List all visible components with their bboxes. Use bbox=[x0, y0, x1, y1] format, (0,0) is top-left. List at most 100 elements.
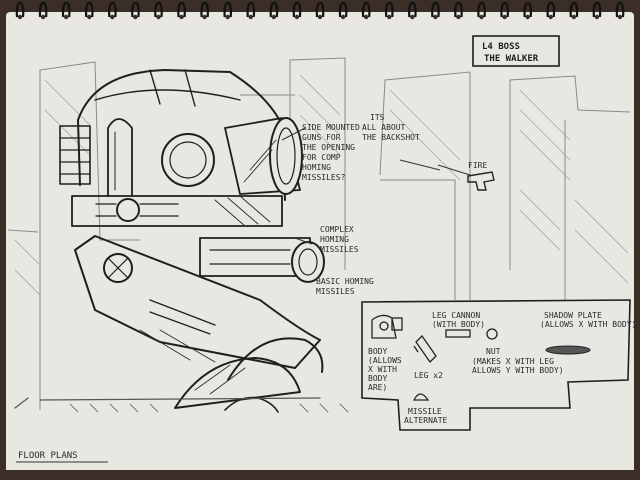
spiral-wire bbox=[61, 1, 71, 18]
spiral-hole bbox=[17, 14, 23, 20]
spiral-hole bbox=[502, 14, 507, 20]
spiral-hole bbox=[63, 14, 69, 20]
spiral-wire bbox=[592, 1, 602, 18]
part-leg-cannon-sketch bbox=[445, 329, 471, 338]
spiral-hole bbox=[410, 14, 415, 20]
spiral-wire bbox=[177, 1, 186, 18]
spiral-hole bbox=[525, 14, 530, 20]
annotation-fire: FIRE bbox=[468, 161, 487, 170]
svg-text:LEG x2: LEG x2 bbox=[414, 371, 443, 380]
title-box bbox=[472, 35, 560, 67]
spiral-wire bbox=[246, 1, 256, 18]
spiral-hole bbox=[202, 14, 207, 20]
svg-text:(MAKES X WITH LEG: (MAKES X WITH LEG bbox=[472, 357, 554, 366]
spiral-wire bbox=[384, 1, 394, 18]
svg-text:HOMING: HOMING bbox=[302, 163, 331, 172]
spiral-wire bbox=[523, 1, 533, 18]
spiral-wire bbox=[546, 1, 556, 18]
svg-text:X WITH: X WITH bbox=[368, 365, 397, 374]
annotation-basic-homing: BASIC HOMING MISSILES bbox=[316, 277, 374, 296]
svg-text:HOMING: HOMING bbox=[320, 235, 349, 244]
spiral-wire bbox=[569, 1, 579, 18]
spiral-wire bbox=[223, 1, 233, 18]
spiral-hole bbox=[571, 14, 577, 20]
city-background bbox=[7, 57, 631, 410]
spiral-wire bbox=[500, 1, 509, 18]
svg-text:FOR COMP: FOR COMP bbox=[302, 153, 341, 162]
part-shadow-plate-sketch bbox=[545, 345, 591, 355]
svg-text:ALLOWS Y WITH BODY): ALLOWS Y WITH BODY) bbox=[472, 366, 564, 375]
spiral-wire bbox=[477, 1, 486, 18]
spiral-binding bbox=[15, 1, 625, 20]
mini-gun-sketch bbox=[467, 171, 495, 191]
spiral-wire bbox=[108, 1, 117, 18]
spiral-hole bbox=[479, 14, 484, 20]
table-edge bbox=[0, 470, 640, 480]
spiral-hole bbox=[40, 14, 46, 20]
parts-panel: BODY (ALLOWS X WITH BODY ARE) LEG x2 LEG… bbox=[361, 299, 636, 431]
svg-text:NUT: NUT bbox=[486, 347, 501, 356]
annotation-complex-homing: COMPLEX HOMING MISSILES bbox=[320, 225, 359, 254]
svg-text:SIDE MOUNTED: SIDE MOUNTED bbox=[302, 123, 360, 132]
spiral-wire bbox=[269, 1, 279, 18]
part-leg-sketch bbox=[413, 334, 437, 364]
svg-text:COMPLEX: COMPLEX bbox=[320, 225, 354, 234]
title-line-1: L4 BOSS bbox=[482, 42, 520, 52]
spiral-hole bbox=[594, 14, 600, 20]
spiral-hole bbox=[225, 14, 230, 20]
svg-text:ARE): ARE) bbox=[368, 383, 387, 392]
spiral-hole bbox=[617, 14, 623, 20]
spiral-hole bbox=[548, 14, 553, 20]
svg-text:(WITH BODY): (WITH BODY) bbox=[432, 320, 485, 329]
title-line-2: THE WALKER bbox=[484, 54, 539, 64]
spiral-hole bbox=[248, 14, 253, 20]
spiral-wire bbox=[38, 1, 48, 18]
part-body-sketch bbox=[371, 314, 403, 339]
spiral-wire bbox=[154, 1, 163, 18]
spiral-wire bbox=[292, 1, 302, 18]
spiral-hole bbox=[133, 14, 138, 20]
spiral-hole bbox=[179, 14, 184, 20]
sketchbook-page bbox=[6, 12, 634, 478]
spiral-hole bbox=[87, 14, 92, 20]
spiral-hole bbox=[456, 14, 461, 20]
spiral-wire bbox=[454, 1, 463, 18]
spiral-hole bbox=[340, 14, 346, 20]
svg-text:ALTERNATE: ALTERNATE bbox=[404, 416, 448, 425]
svg-text:BODY: BODY bbox=[368, 347, 387, 356]
spiral-wire bbox=[15, 1, 25, 18]
walker-robot-sketch bbox=[14, 69, 349, 413]
spiral-hole bbox=[110, 14, 115, 20]
spiral-hole bbox=[387, 14, 392, 20]
svg-text:(ALLOWS X WITH BODY): (ALLOWS X WITH BODY) bbox=[540, 320, 636, 329]
svg-text:BODY: BODY bbox=[368, 374, 387, 383]
spiral-wire bbox=[200, 1, 209, 18]
spiral-wire bbox=[131, 1, 140, 18]
svg-text:THE BACKSHOT: THE BACKSHOT bbox=[362, 133, 420, 142]
svg-text:MISSILE: MISSILE bbox=[408, 407, 442, 416]
spiral-hole bbox=[271, 14, 277, 20]
spiral-hole bbox=[433, 14, 438, 20]
svg-text:BASIC HOMING: BASIC HOMING bbox=[316, 277, 374, 286]
svg-text:THE OPENING: THE OPENING bbox=[302, 143, 355, 152]
svg-text:LEG CANNON: LEG CANNON bbox=[432, 311, 480, 320]
annotation-leader-lines bbox=[281, 127, 471, 245]
svg-text:GUNS FOR: GUNS FOR bbox=[302, 133, 341, 142]
svg-text:MISSILES: MISSILES bbox=[320, 245, 359, 254]
svg-text:SHADOW PLATE: SHADOW PLATE bbox=[544, 311, 602, 320]
annotation-backshot: ITS ALL ABOUT THE BACKSHOT bbox=[362, 113, 420, 142]
svg-text:MISSILES?: MISSILES? bbox=[302, 173, 346, 182]
spiral-wire bbox=[84, 1, 94, 18]
annotation-floor-plan: FLOOR PLANS bbox=[18, 451, 78, 461]
spiral-wire bbox=[315, 1, 325, 18]
part-nut-sketch bbox=[486, 328, 498, 340]
spiral-wire bbox=[615, 1, 625, 18]
svg-text:MISSILES: MISSILES bbox=[316, 287, 355, 296]
spiral-wire bbox=[338, 1, 348, 18]
spiral-hole bbox=[317, 14, 323, 20]
spiral-wire bbox=[361, 1, 371, 18]
svg-text:ITS: ITS bbox=[370, 113, 385, 122]
spiral-hole bbox=[363, 14, 369, 20]
spiral-hole bbox=[294, 14, 300, 20]
